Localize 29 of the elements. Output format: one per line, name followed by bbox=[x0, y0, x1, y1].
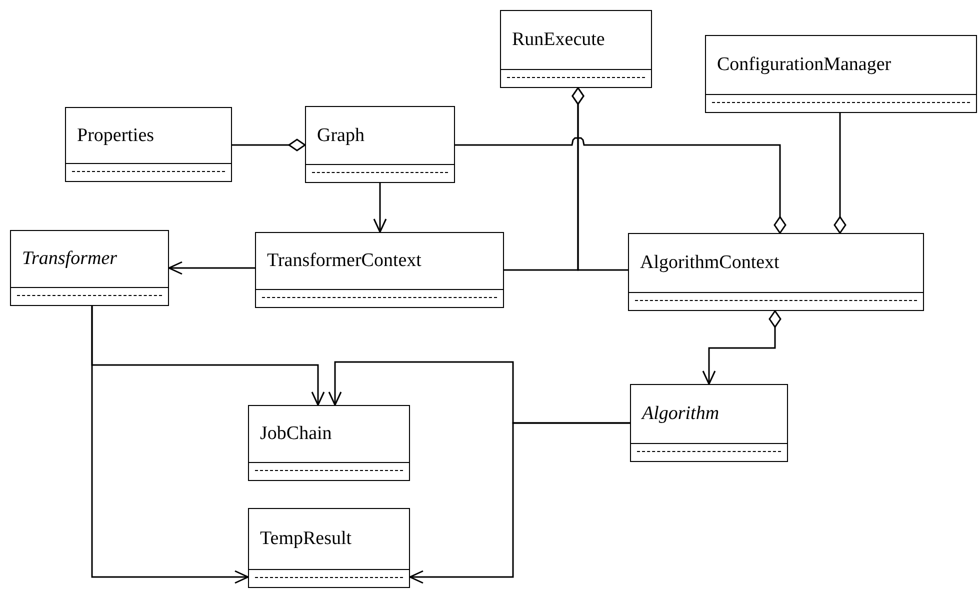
aggregation-line bbox=[455, 137, 786, 234]
class-name: RunExecute bbox=[512, 29, 605, 51]
class-box bbox=[628, 233, 924, 311]
class-name: Graph bbox=[317, 124, 364, 146]
class-name: ConfigurationManager bbox=[717, 54, 892, 76]
class-box bbox=[500, 10, 652, 88]
class-box bbox=[10, 230, 169, 306]
association-arrow bbox=[168, 261, 255, 275]
class-name: Transformer bbox=[22, 248, 118, 270]
class-name: TempResult bbox=[260, 528, 352, 550]
class-box bbox=[65, 107, 232, 182]
aggregation-line bbox=[572, 87, 628, 271]
aggregation-line bbox=[834, 113, 846, 234]
association-arrow bbox=[702, 310, 782, 385]
class-name: TransformerContext bbox=[267, 250, 422, 272]
class-name: AlgorithmContext bbox=[640, 252, 780, 274]
class-name: JobChain bbox=[260, 423, 332, 445]
class-box bbox=[705, 35, 977, 113]
association-arrow bbox=[91, 306, 249, 584]
association-arrow bbox=[373, 183, 387, 233]
class-box bbox=[248, 405, 410, 481]
class-name: Properties bbox=[77, 124, 154, 146]
class-box bbox=[255, 232, 504, 308]
class-name: Algorithm bbox=[642, 403, 720, 425]
association-arrow bbox=[409, 422, 630, 584]
aggregation-line bbox=[232, 138, 306, 152]
class-box bbox=[630, 384, 788, 462]
class-box bbox=[305, 106, 455, 183]
class-box bbox=[248, 508, 410, 588]
